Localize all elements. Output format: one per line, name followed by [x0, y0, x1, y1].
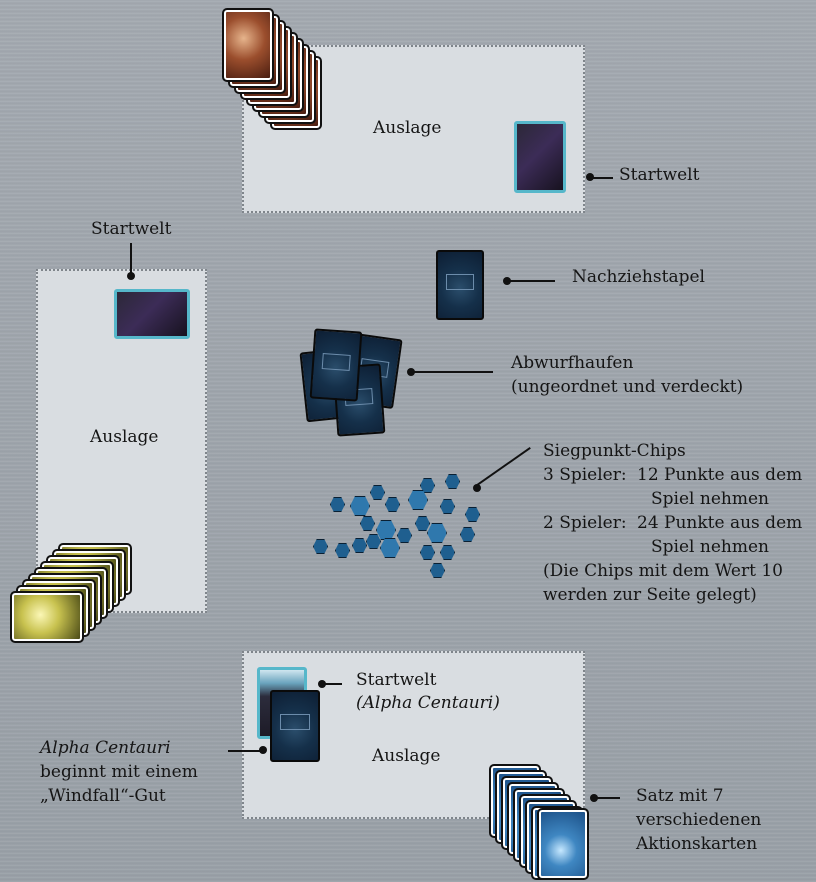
victory-3p-line2: Spiel nehmen	[651, 489, 769, 509]
victory-chips-pointer	[474, 446, 531, 488]
draw-pile-card	[436, 250, 484, 320]
bottom-auslage-label: Auslage	[372, 746, 441, 766]
action-deck-pointer	[594, 797, 620, 799]
action-deck-line1: Satz mit 7	[636, 786, 724, 806]
top-startwelt-card	[514, 121, 566, 193]
alpha-line2: beginnt mit einem	[40, 762, 198, 782]
draw-pile-label: Nachziehstapel	[572, 267, 705, 287]
victory-2p-prefix: 2 Spieler:	[543, 513, 627, 533]
victory-3p-prefix: 3 Spieler:	[543, 465, 627, 485]
discard-pile-label-1: Abwurfhaufen	[511, 353, 634, 373]
bottom-startwelt-name: (Alpha Centauri)	[356, 693, 500, 713]
left-startwelt-pointer	[130, 243, 132, 277]
top-startwelt-pointer	[589, 177, 613, 179]
bottom-startwelt-pointer	[322, 683, 342, 685]
bottom-startwelt-label: Startwelt	[356, 670, 437, 690]
alpha-name: Alpha Centauri	[40, 738, 171, 758]
discard-pile-pointer	[411, 371, 493, 373]
action-deck-line3: Aktionskarten	[636, 834, 758, 854]
victory-note-2: werden zur Seite gelegt)	[543, 585, 757, 605]
top-startwelt-label: Startwelt	[619, 165, 700, 185]
victory-2p-line1: 24 Punkte aus dem	[637, 513, 803, 533]
left-startwelt-label: Startwelt	[91, 219, 172, 239]
victory-note-1: (Die Chips mit dem Wert 10	[543, 561, 783, 581]
draw-pile-pointer	[507, 280, 555, 282]
victory-2p-line2: Spiel nehmen	[651, 537, 769, 557]
alpha-pointer	[228, 750, 262, 752]
victory-3p-line1: 12 Punkte aus dem	[637, 465, 803, 485]
action-deck-line2: verschiedenen	[636, 810, 762, 830]
discard-pile-label-2: (ungeordnet und verdeckt)	[511, 377, 744, 397]
victory-chips-title: Siegpunkt-Chips	[543, 441, 686, 461]
left-startwelt-card	[114, 289, 190, 339]
top-auslage-label: Auslage	[373, 118, 442, 138]
bottom-windfall-card	[270, 690, 320, 762]
alpha-line3: „Windfall“-Gut	[40, 786, 166, 806]
left-auslage-label: Auslage	[90, 427, 159, 447]
